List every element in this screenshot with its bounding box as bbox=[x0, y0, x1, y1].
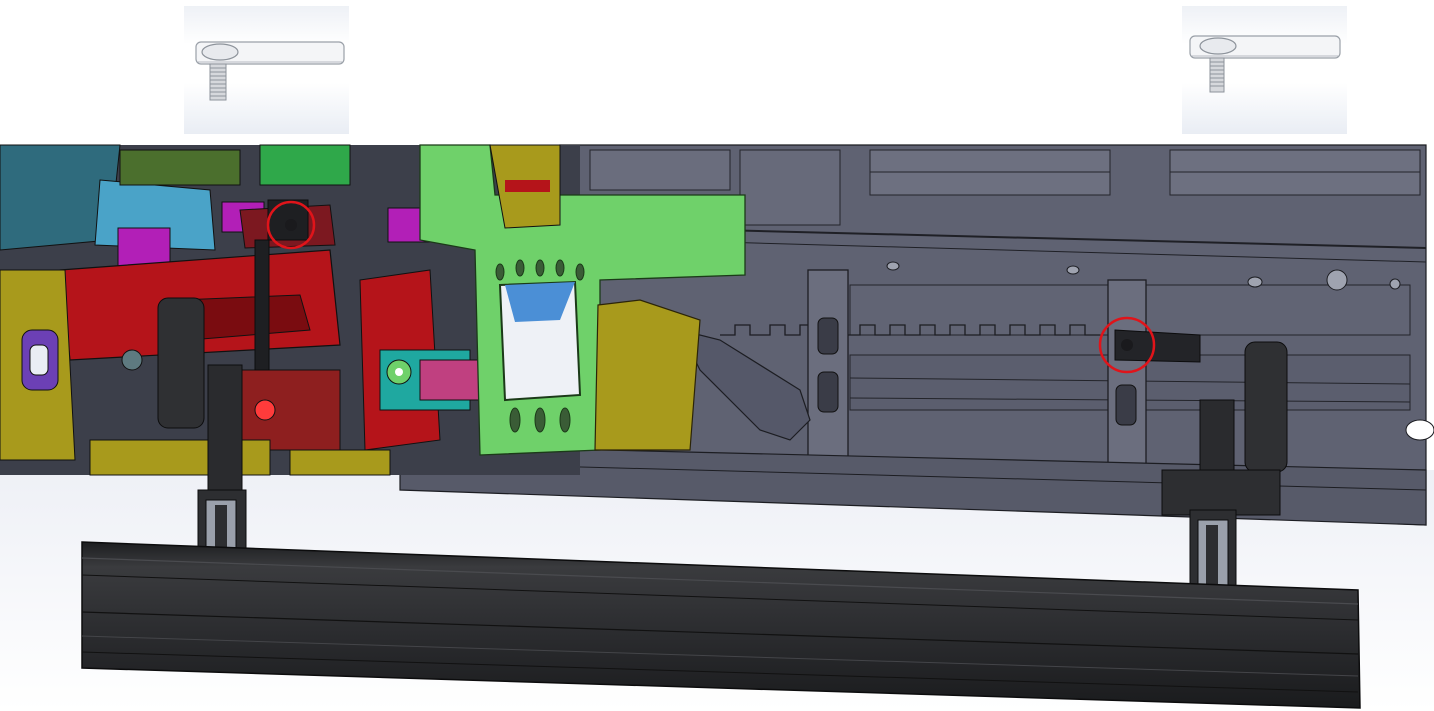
running-board bbox=[81, 541, 1361, 709]
bolt-hole-right bbox=[1121, 339, 1133, 351]
yellow-bracket bbox=[594, 299, 701, 451]
marker-right-bracket-mount-point bbox=[1098, 316, 1156, 374]
bolt-thumbnail-right bbox=[1182, 6, 1347, 134]
bolt-icon bbox=[195, 41, 345, 101]
green-bracket bbox=[419, 144, 746, 456]
bolt-icon bbox=[1189, 35, 1341, 93]
marker-upper-left-mount-point bbox=[266, 200, 316, 250]
bolt-thumbnail-left bbox=[184, 6, 349, 134]
bolt-hole-left bbox=[285, 219, 297, 231]
step-mount-brackets bbox=[157, 199, 1288, 601]
